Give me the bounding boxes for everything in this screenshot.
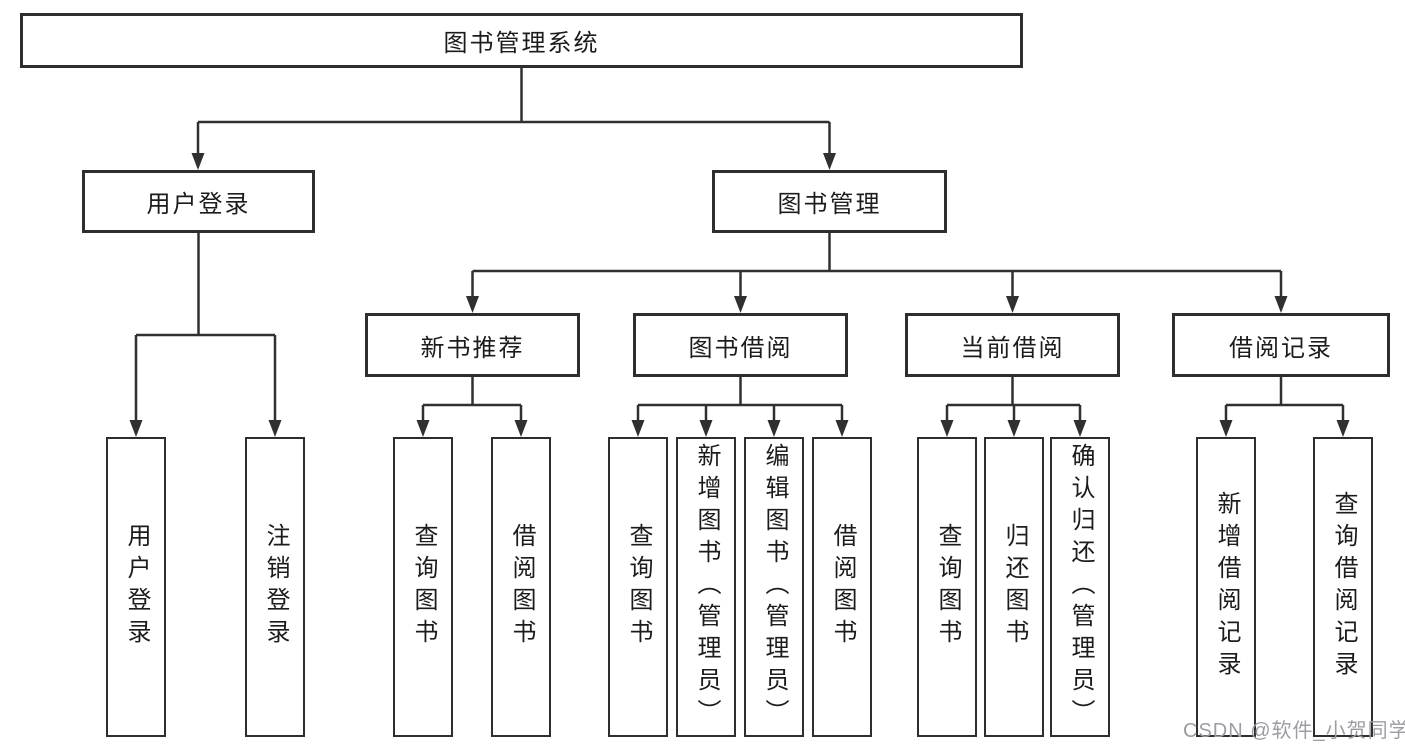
leaf-user-login: 用户登录 [106,437,166,737]
leaf-query-borrow-record: 查询借阅记录 [1313,437,1373,737]
node-book-management: 图书管理 [712,170,947,233]
leaf-user-login-label: 用户登录 [123,523,150,651]
leaf-borrow-books-borrowing: 借阅图书 [812,437,872,737]
node-current-borrowing: 当前借阅 [905,313,1120,377]
node-new-book-recommend: 新书推荐 [365,313,580,377]
leaf-confirm-return-admin: 确认归还（管理员） [1050,437,1110,737]
node-user-login: 用户登录 [82,170,315,233]
leaf-query-borrow-record-label: 查询借阅记录 [1330,491,1357,683]
leaf-edit-books-admin: 编辑图书（管理员） [744,437,804,737]
connector-user-login-children [129,233,282,437]
connector-book-management-children [466,233,1288,313]
leaf-borrow-books-borrowing-label: 借阅图书 [829,523,856,651]
leaf-borrow-books-recommend: 借阅图书 [491,437,551,737]
connector-borrowing-records-children [1219,377,1350,437]
node-library-management-system: 图书管理系统 [20,13,1023,68]
leaf-query-books-borrowing: 查询图书 [608,437,668,737]
leaf-query-books-current: 查询图书 [917,437,977,737]
leaf-query-books-borrowing-label: 查询图书 [625,523,652,651]
leaf-return-books: 归还图书 [984,437,1044,737]
connector-book-borrowing-children [631,377,849,437]
leaf-return-books-label: 归还图书 [1001,523,1028,651]
leaf-add-borrow-record: 新增借阅记录 [1196,437,1256,737]
leaf-query-books-current-label: 查询图书 [934,523,961,651]
watermark-text: CSDN @软件_小贺同学 [1183,720,1405,742]
connector-current-borrowing-children [940,377,1087,437]
connector-root-to-level2 [191,68,836,170]
node-book-borrowing: 图书借阅 [633,313,848,377]
leaf-confirm-return-admin-label: 确认归还（管理员） [1067,443,1094,731]
leaf-borrow-books-recommend-label: 借阅图书 [508,523,535,651]
leaf-add-books-admin: 新增图书（管理员） [676,437,736,737]
leaf-query-books-recommend-label: 查询图书 [410,523,437,651]
node-borrowing-records: 借阅记录 [1172,313,1390,377]
leaf-add-borrow-record-label: 新增借阅记录 [1213,491,1240,683]
leaf-edit-books-admin-label: 编辑图书（管理员） [761,443,788,731]
leaf-logout-login-label: 注销登录 [262,523,289,651]
connector-new-book-recommend-children [416,377,528,437]
leaf-query-books-recommend: 查询图书 [393,437,453,737]
leaf-logout-login: 注销登录 [245,437,305,737]
leaf-add-books-admin-label: 新增图书（管理员） [693,443,720,731]
